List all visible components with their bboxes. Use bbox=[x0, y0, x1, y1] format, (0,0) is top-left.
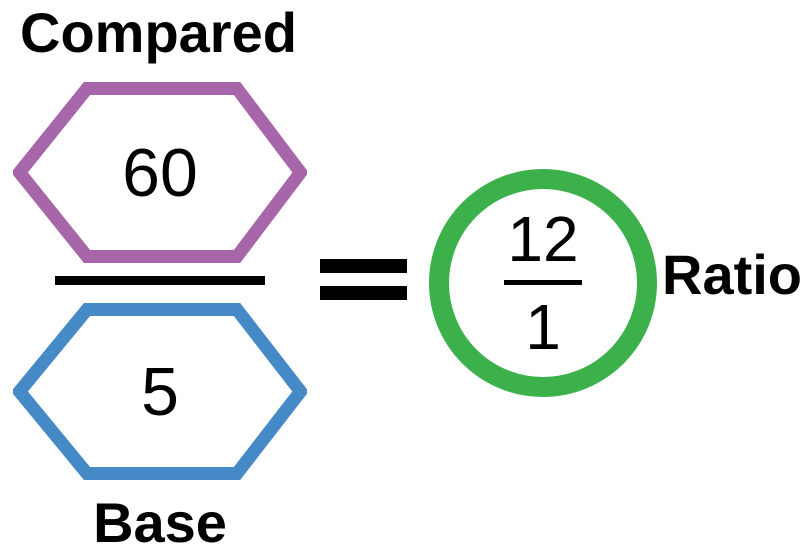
compared-value: 60 bbox=[122, 134, 198, 211]
equals-icon bbox=[320, 259, 407, 300]
equals-bottom-bar bbox=[320, 286, 407, 300]
equals-top-bar bbox=[320, 259, 407, 273]
ratio-fraction-bar bbox=[504, 280, 582, 285]
compared-hexagon bbox=[13, 82, 307, 263]
fraction-bar bbox=[55, 276, 265, 285]
ratio-circle bbox=[429, 169, 657, 397]
base-label: Base bbox=[93, 491, 227, 554]
ratio-label: Ratio bbox=[662, 243, 800, 306]
ratio-fraction: 12 1 bbox=[429, 169, 657, 397]
ratio-denominator: 1 bbox=[525, 291, 561, 363]
compared-label: Compared bbox=[20, 1, 297, 64]
ratio-numerator: 12 bbox=[507, 203, 579, 275]
base-value: 5 bbox=[141, 353, 179, 430]
base-hexagon bbox=[13, 303, 307, 480]
